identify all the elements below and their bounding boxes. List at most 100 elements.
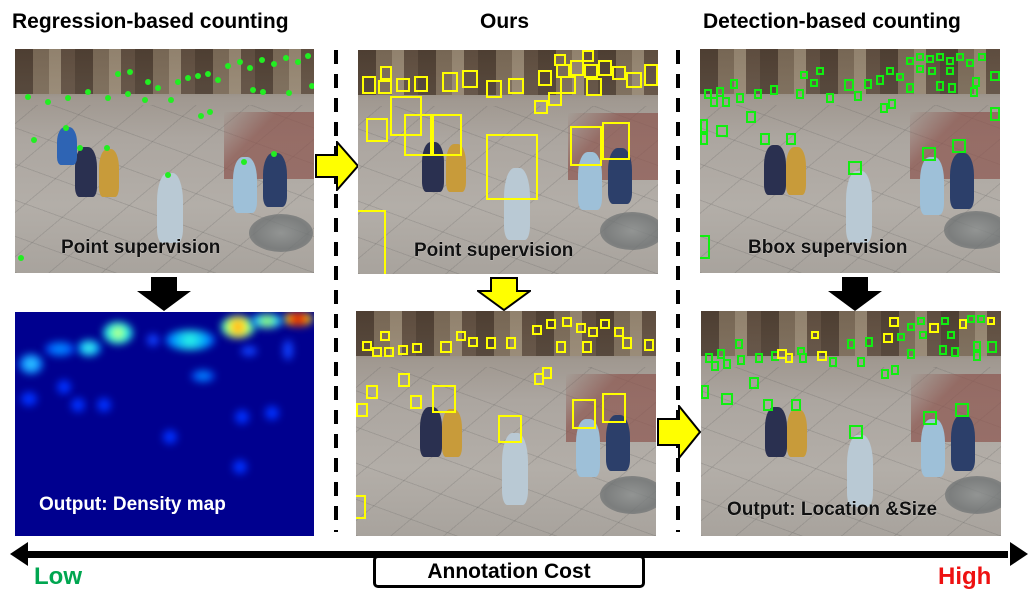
point-annotation (155, 85, 161, 91)
refined-box (468, 337, 478, 347)
detected-box (723, 359, 731, 369)
refined-box (384, 347, 394, 357)
point-annotation (250, 87, 256, 93)
point-annotation (283, 55, 289, 61)
refined-box (412, 343, 422, 353)
gt-bbox (916, 53, 924, 61)
person (786, 147, 806, 195)
point-annotation (185, 75, 191, 81)
point-annotation (25, 94, 31, 100)
detected-box (701, 385, 709, 399)
detected-box (857, 357, 865, 367)
refined-box (356, 495, 366, 519)
refined-box (362, 341, 372, 351)
point-annotation (271, 61, 277, 67)
gt-bbox (926, 55, 934, 63)
detected-box-yellow (889, 317, 899, 327)
gt-bbox (990, 107, 1000, 121)
gt-bbox (754, 89, 762, 99)
refined-box (534, 373, 544, 385)
refined-box (398, 345, 408, 355)
detected-box (923, 411, 937, 425)
point-annotation (142, 97, 148, 103)
pseudo-box (380, 66, 392, 80)
refined-box (572, 399, 596, 429)
detected-box (797, 347, 805, 355)
refined-box (602, 393, 626, 423)
detected-box (977, 315, 985, 323)
black-down-arrow-icon (828, 277, 882, 311)
point-annotation (295, 59, 301, 65)
pseudo-box (486, 134, 538, 200)
point-annotation (77, 145, 83, 151)
pseudo-box (534, 100, 548, 114)
detected-box (907, 323, 915, 331)
gt-bbox (928, 67, 936, 75)
regression-top-label: Point supervision (61, 237, 221, 258)
gt-bbox (972, 77, 980, 87)
pseudo-box (598, 60, 612, 76)
gt-bbox (880, 103, 888, 113)
point-annotation (127, 69, 133, 75)
detected-box (941, 317, 949, 325)
point-annotation (145, 79, 151, 85)
detected-box (717, 349, 725, 359)
gt-bbox (936, 81, 944, 91)
detected-box (897, 333, 905, 341)
density-blob (71, 398, 85, 412)
gt-bbox (990, 71, 1000, 81)
point-annotation (18, 255, 24, 261)
refined-box (556, 341, 566, 353)
separator-right (676, 50, 680, 532)
detected-box (881, 369, 889, 379)
pseudo-box (442, 72, 458, 92)
gt-bbox (704, 89, 712, 99)
refined-box (498, 415, 522, 443)
detection-top-label: Bbox supervision (748, 237, 908, 258)
annotation-cost-label: Annotation Cost (373, 555, 645, 588)
gt-bbox (716, 87, 724, 97)
manhole (600, 476, 656, 514)
gt-bbox (770, 85, 778, 95)
point-annotation (286, 90, 292, 96)
pseudo-box (584, 64, 598, 78)
person (157, 173, 183, 243)
density-blob (147, 334, 159, 346)
density-blob (77, 340, 101, 356)
refined-box (410, 395, 422, 409)
person (764, 145, 786, 195)
refined-box (456, 331, 466, 341)
gt-bbox (844, 79, 854, 91)
refined-box (432, 385, 456, 413)
pseudo-box (414, 76, 428, 92)
gt-bbox (922, 147, 936, 161)
pseudo-box (362, 76, 376, 94)
detected-box (987, 341, 997, 353)
gt-bbox (970, 87, 978, 97)
person (446, 144, 466, 192)
gt-bbox (952, 139, 966, 153)
point-annotation (63, 125, 69, 131)
detected-box-yellow (987, 317, 995, 325)
gt-bbox (946, 67, 954, 75)
ours-pseudo-box-image: Point supervision (358, 50, 658, 274)
refined-box (532, 325, 542, 335)
detected-box-yellow (959, 319, 967, 329)
pseudo-box (396, 78, 410, 92)
person (504, 168, 530, 240)
density-blob (235, 410, 249, 424)
point-annotation (104, 145, 110, 151)
person (787, 409, 807, 457)
density-blob (19, 354, 43, 374)
detected-box-yellow (929, 323, 939, 333)
person (950, 153, 974, 209)
gt-bbox (796, 89, 804, 99)
density-blob (283, 312, 313, 326)
detected-box (763, 399, 773, 411)
point-annotation (165, 172, 171, 178)
detected-box (973, 341, 981, 351)
gt-bbox (886, 67, 894, 75)
point-annotation (205, 71, 211, 77)
detected-box (829, 357, 837, 367)
person (442, 409, 462, 457)
